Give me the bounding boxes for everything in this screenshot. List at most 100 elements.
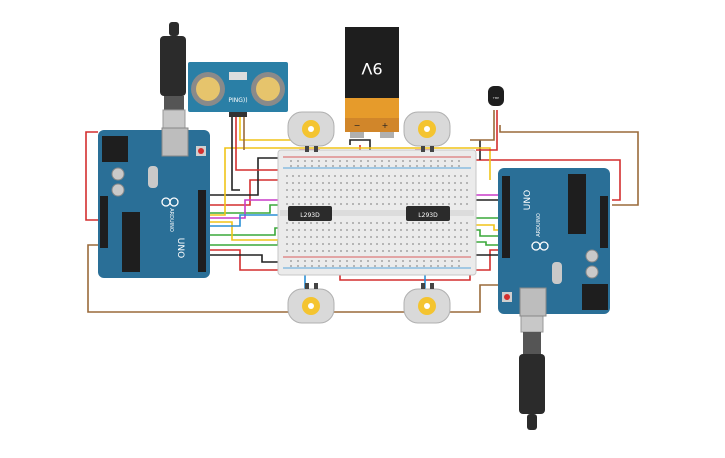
breadboard-hole[interactable] [448,243,450,245]
breadboard-hole[interactable] [370,236,372,238]
breadboard-hole[interactable] [346,229,348,231]
breadboard-hole[interactable] [394,189,396,191]
breadboard-rail-hole[interactable] [374,265,376,267]
breadboard-rail-hole[interactable] [353,165,355,167]
breadboard-hole[interactable] [352,222,354,224]
breadboard-hole[interactable] [370,203,372,205]
breadboard-hole[interactable] [382,189,384,191]
breadboard-hole[interactable] [388,229,390,231]
breadboard-hole[interactable] [304,250,306,252]
breadboard-hole[interactable] [466,243,468,245]
breadboard-hole[interactable] [340,236,342,238]
breadboard-rail-hole[interactable] [311,165,313,167]
breadboard-hole[interactable] [412,189,414,191]
breadboard-rail-hole[interactable] [409,265,411,267]
breadboard-hole[interactable] [460,189,462,191]
breadboard-hole[interactable] [448,250,450,252]
breadboard-rail-hole[interactable] [381,265,383,267]
breadboard-rail-hole[interactable] [346,265,348,267]
breadboard-hole[interactable] [310,250,312,252]
breadboard-hole[interactable] [310,243,312,245]
breadboard-rail-hole[interactable] [430,265,432,267]
breadboard-hole[interactable] [340,182,342,184]
breadboard-rail-hole[interactable] [325,165,327,167]
breadboard-hole[interactable] [406,236,408,238]
breadboard-hole[interactable] [376,182,378,184]
breadboard-hole[interactable] [298,236,300,238]
breadboard-hole[interactable] [442,203,444,205]
breadboard-hole[interactable] [442,229,444,231]
wire-brown[interactable] [499,125,639,206]
arduino-uno-left[interactable]: ARDUINO UNO [98,127,210,278]
breadboard-rail-hole[interactable] [311,160,313,162]
breadboard-hole[interactable] [406,250,408,252]
breadboard-rail-hole[interactable] [395,260,397,262]
breadboard-hole[interactable] [448,189,450,191]
breadboard-hole[interactable] [448,222,450,224]
breadboard-hole[interactable] [298,189,300,191]
breadboard-rail-hole[interactable] [409,260,411,262]
breadboard-hole[interactable] [394,243,396,245]
breadboard-hole[interactable] [436,243,438,245]
breadboard-hole[interactable] [442,236,444,238]
breadboard-rail-hole[interactable] [430,260,432,262]
breadboard-hole[interactable] [286,250,288,252]
breadboard-hole[interactable] [370,222,372,224]
breadboard-hole[interactable] [400,196,402,198]
breadboard-hole[interactable] [388,182,390,184]
breadboard-hole[interactable] [388,243,390,245]
breadboard-hole[interactable] [352,182,354,184]
breadboard-hole[interactable] [394,182,396,184]
breadboard-rail-hole[interactable] [458,165,460,167]
breadboard-hole[interactable] [460,203,462,205]
breadboard-rail-hole[interactable] [374,260,376,262]
wire-black[interactable] [210,254,283,263]
dc-motor-bottom-right[interactable] [403,283,451,324]
breadboard-hole[interactable] [436,203,438,205]
breadboard-hole[interactable] [412,229,414,231]
breadboard-hole[interactable] [466,222,468,224]
breadboard-hole[interactable] [352,203,354,205]
breadboard-rail-hole[interactable] [367,265,369,267]
breadboard-hole[interactable] [400,243,402,245]
breadboard-hole[interactable] [400,222,402,224]
breadboard-hole[interactable] [430,243,432,245]
motor-driver-left[interactable]: L293D [288,206,332,221]
breadboard-hole[interactable] [334,243,336,245]
breadboard-hole[interactable] [292,203,294,205]
breadboard-hole[interactable] [370,182,372,184]
breadboard-hole[interactable] [286,189,288,191]
breadboard-hole[interactable] [292,175,294,177]
breadboard-hole[interactable] [418,250,420,252]
breadboard-hole[interactable] [316,203,318,205]
breadboard-hole[interactable] [316,175,318,177]
breadboard-hole[interactable] [340,222,342,224]
breadboard-hole[interactable] [322,236,324,238]
breadboard-rail-hole[interactable] [388,265,390,267]
breadboard-hole[interactable] [298,203,300,205]
wire-red[interactable] [85,131,98,221]
breadboard-rail-hole[interactable] [318,160,320,162]
breadboard-hole[interactable] [406,196,408,198]
breadboard-hole[interactable] [346,196,348,198]
breadboard-hole[interactable] [298,222,300,224]
breadboard-hole[interactable] [322,222,324,224]
breadboard-hole[interactable] [454,236,456,238]
breadboard-hole[interactable] [346,175,348,177]
breadboard-hole[interactable] [400,203,402,205]
breadboard-rail-hole[interactable] [297,160,299,162]
breadboard-hole[interactable] [466,236,468,238]
breadboard-hole[interactable] [292,236,294,238]
breadboard-hole[interactable] [298,175,300,177]
breadboard-hole[interactable] [310,236,312,238]
breadboard-hole[interactable] [448,196,450,198]
wire-brown[interactable] [470,110,495,141]
breadboard-hole[interactable] [418,222,420,224]
breadboard-hole[interactable] [340,175,342,177]
breadboard-hole[interactable] [304,229,306,231]
breadboard-hole[interactable] [334,229,336,231]
wire-yellow[interactable] [239,112,310,141]
breadboard-hole[interactable] [322,203,324,205]
breadboard-rail-hole[interactable] [402,260,404,262]
breadboard-hole[interactable] [382,243,384,245]
